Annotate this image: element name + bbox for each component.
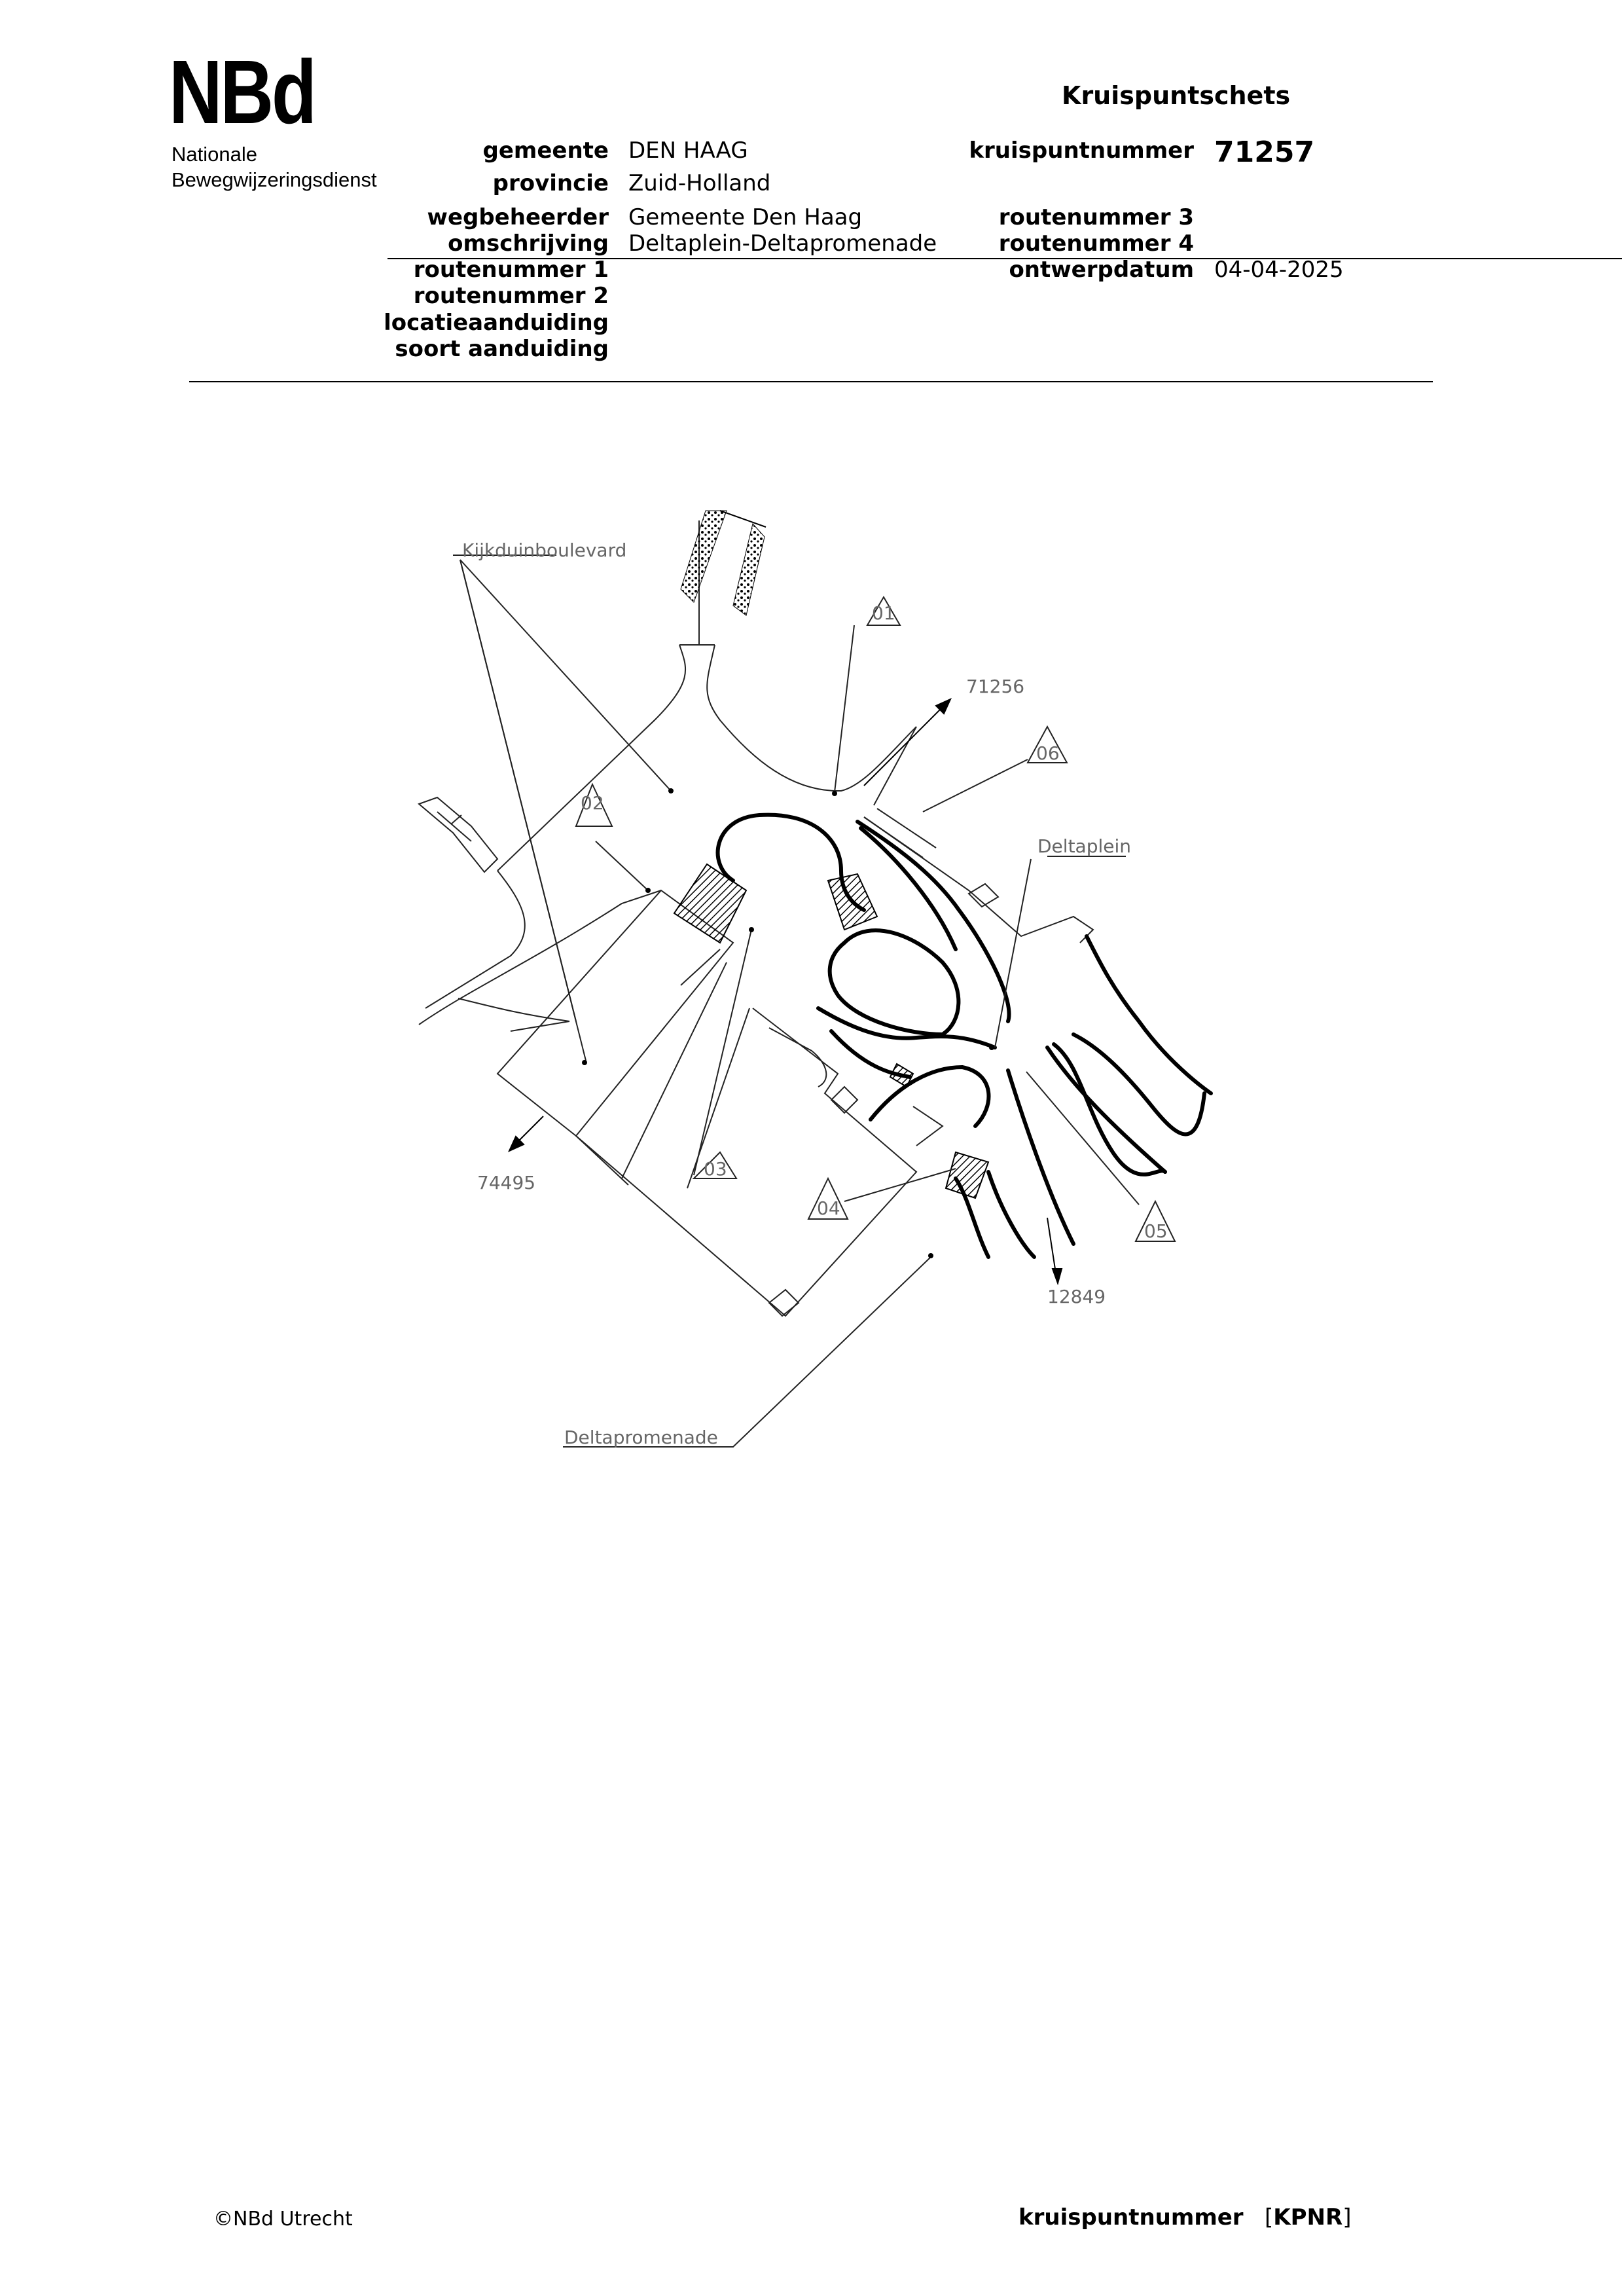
marker-06-triangle (1026, 725, 1068, 763)
omschrijving-value: Deltaplein-Deltapromenade (628, 230, 937, 257)
ontwerpdatum-value: 04-04-2025 (1214, 257, 1344, 283)
marker-03-label: 03 (704, 1158, 727, 1180)
marker-02-label: 02 (581, 792, 604, 814)
footer-copyright: ©NBd Utrecht (213, 2208, 353, 2231)
road-edge-north-east (706, 644, 917, 792)
routenummer-1-label: routenummer 1 (413, 257, 609, 283)
footer-label: kruispuntnummer (1018, 2204, 1244, 2231)
omschrijving-label: omschrijving (448, 230, 609, 257)
footer-kpnr-value: KPNR (1273, 2204, 1343, 2231)
provincie-value: Zuid-Holland (628, 170, 771, 196)
soort-aanduiding-label: soort aanduiding (395, 336, 609, 362)
junction-ref-12849: 12849 (1047, 1286, 1106, 1307)
footer-bracket-close: ] (1343, 2204, 1352, 2231)
junction-ref-71256: 71256 (966, 676, 1024, 697)
header-bottom-rule (189, 381, 1433, 382)
marker-01-label: 01 (872, 602, 895, 624)
gemeente-value: DEN HAAG (628, 137, 748, 164)
marker-05-label: 05 (1144, 1220, 1168, 1242)
footer-bracket-open: [ (1265, 2204, 1274, 2231)
marker-04-label: 04 (817, 1197, 840, 1219)
header-divider (387, 258, 1622, 259)
footer-kpnr: kruispuntnummer [KPNR] (1018, 2204, 1351, 2231)
locatieaanduiding-label: locatieaanduiding (384, 310, 609, 336)
street-label-deltapromenade: Deltapromenade (564, 1427, 718, 1448)
road-edge-west (425, 870, 526, 1009)
routenummer-2-label: routenummer 2 (413, 283, 609, 309)
marker-06-label: 06 (1036, 742, 1060, 764)
marker-03-triangle (692, 1151, 738, 1179)
island-central (827, 928, 961, 1037)
street-label-kijkduinboulevard: Kijkduinboulevard (462, 539, 626, 561)
wegbeheerder-label: wegbeheerder (427, 204, 609, 230)
ontwerpdatum-label: ontwerpdatum (1009, 257, 1194, 283)
gemeente-label: gemeente (482, 137, 609, 164)
island-north (715, 812, 866, 912)
kruispuntnummer-label: kruispuntnummer (969, 137, 1194, 164)
logo-line-1: Nationale (171, 143, 257, 166)
nbd-logo: NBd (169, 42, 317, 143)
kruispuntnummer-value: 71257 (1214, 136, 1315, 169)
page-title: Kruispuntschets (1062, 81, 1291, 110)
street-label-deltaplein: Deltaplein (1037, 835, 1131, 857)
routenummer-4-label: routenummer 4 (998, 230, 1194, 257)
marker-04-triangle (807, 1176, 849, 1220)
wegbeheerder-value: Gemeente Den Haag (628, 204, 863, 230)
junction-ref-74495: 74495 (477, 1172, 535, 1194)
road-edge-north-west (497, 644, 687, 871)
island-east-spine (856, 820, 1011, 1023)
logo-line-2: Bewegwijzeringsdienst (171, 168, 377, 191)
marker-05-triangle (1134, 1199, 1176, 1242)
marker-01-triangle (866, 596, 901, 626)
routenummer-3-label: routenummer 3 (998, 204, 1194, 230)
marker-02-triangle (575, 782, 613, 827)
provincie-label: provincie (492, 170, 609, 196)
